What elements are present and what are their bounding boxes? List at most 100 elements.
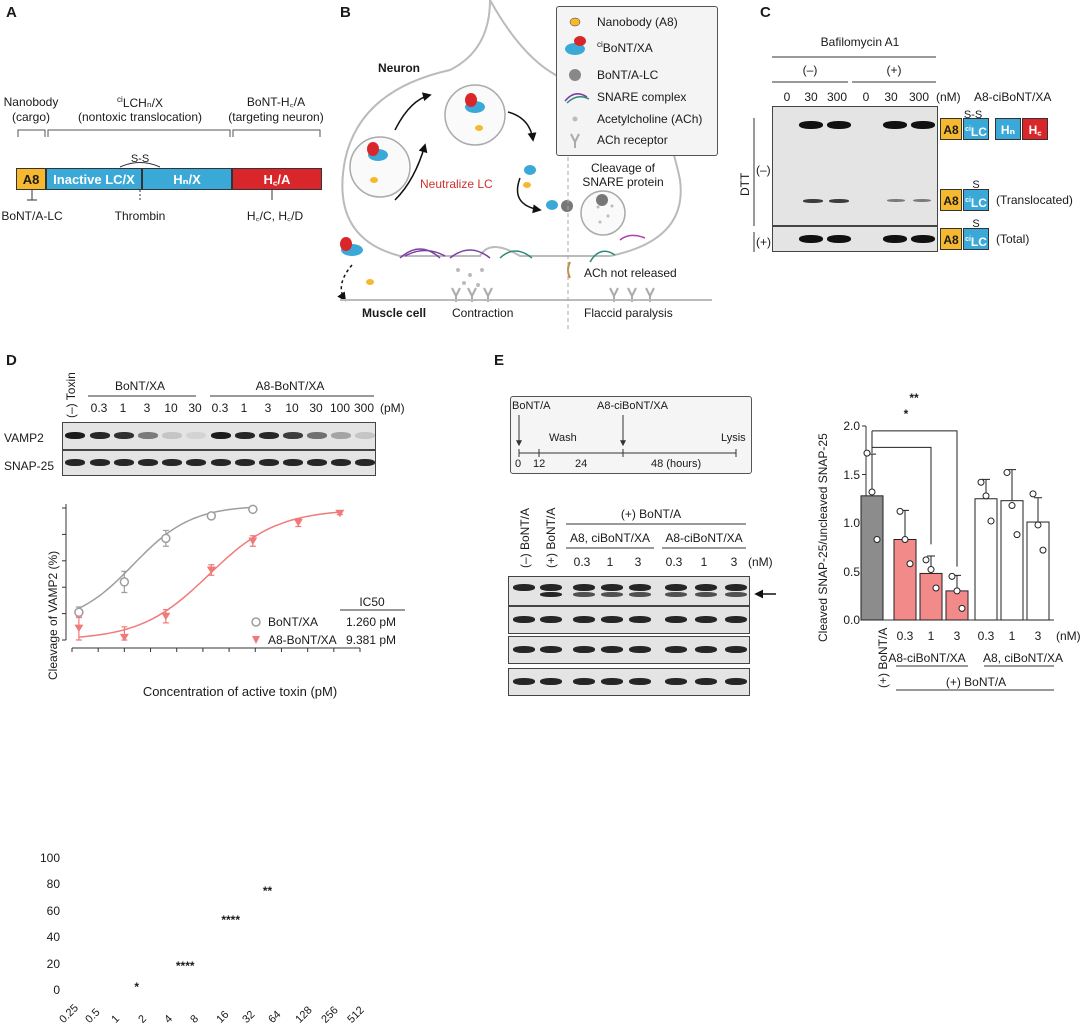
e-lane-conc-label: 3 [634,555,642,569]
x-tick-label: 0.25 [57,1002,81,1026]
timeline-a8ci: A8-ciBoNT/XA [597,400,668,412]
data-point [948,572,956,580]
data-point [161,612,171,621]
data-point [958,604,966,612]
baf-plus-label: (+) [886,63,902,77]
snap25-row-label: SNAP-25 [4,459,55,473]
data-point [906,560,914,568]
e-blot-0 [508,576,750,606]
ach-not-released-label: ACh not released [584,266,677,280]
error-bar [1008,469,1016,501]
nanobody-icon [569,17,581,27]
lane-conc-label: 10 [285,401,299,415]
data-point [293,519,303,527]
x-tick-label: 128 [292,1004,315,1026]
c-a8-chip: A8 [940,118,962,140]
y-tick-label: 1.0 [843,516,860,530]
translocated-s-label: S [972,179,980,191]
y-tick-label: 0.0 [843,613,860,627]
panel-e-group-lines [566,523,776,599]
y-tick-label: 20 [46,956,60,971]
bafilomycin-label: Bafilomycin A1 [820,35,900,49]
sig-bracket [872,430,958,567]
panel-a: Nanobody (cargo) ciLCHₙ/X (nontoxic tran… [0,0,340,300]
lane-conc-label: 3 [264,401,272,415]
segment-a8: A8 [16,168,46,190]
dtt-label: DTT [738,172,752,196]
panel-label-d: D [6,352,17,369]
data-point [206,566,216,575]
c-a8-chip-2: A8 [940,189,962,211]
e-lane-conc-label: 0.3 [665,555,683,569]
e-lane-conc-label: 0.3 [573,555,591,569]
data-point [74,624,84,633]
lane-conc-label: 30 [309,401,323,415]
lane-conc-label: 0.3 [90,401,108,415]
conc-label: 300 [908,90,930,104]
y-tick-label: 100 [39,851,60,865]
lane-conc-label: 1 [240,401,248,415]
targeting-label: BoNT-H꜀/A [246,95,306,109]
data-point [1013,531,1021,539]
x-category-label: 0.3 [977,629,995,643]
vamp2-row-label: VAMP2 [4,431,44,445]
legend-bont-xa: BoNT/XA [268,615,319,629]
e-blot-2 [508,636,750,664]
y-tick-label: 80 [46,877,60,892]
y-tick-label: 0.5 [843,564,860,579]
x-category-label: 0.3 [896,629,914,643]
y-tick-label: 40 [46,930,60,945]
data-point [932,584,940,592]
timeline-lysis: Lysis [721,432,746,444]
data-point [982,492,990,500]
pm-unit-label: (pM) [380,401,405,415]
panel-c: Bafilomycin A1 (–) (+) 0 30 300 0 30 300… [738,0,1080,270]
timeline-t12: 12 [533,458,546,470]
total-label: (Total) [996,232,1030,246]
data-point [206,511,217,521]
c-lc-chip-3: ciLC [963,228,989,250]
legend-bont-xa-ic50: 1.260 pM [346,615,397,629]
panel-label-c: C [760,4,771,21]
data-point [1034,521,1042,529]
significance-mark: **** [175,959,195,974]
bar [919,572,943,621]
conc-label: 300 [826,90,848,104]
timeline-axis [516,415,737,457]
data-point [863,449,871,457]
dtt-minus-label: (–) [756,163,771,177]
bar [974,498,998,621]
translocation-sub-label: (nontoxic translocation) [77,110,203,124]
significance-mark: **** [221,913,241,928]
segment-hn: Hₙ/X [142,168,232,190]
data-point [977,478,985,486]
cleavage-label-1: Cleavage of [590,161,656,175]
timeline-t0: 0 [515,458,522,470]
neutralize-lc-label: Neutralize LC [420,177,493,191]
x-tick-label: 4 [162,1012,175,1026]
y-tick-label: 0 [53,983,60,997]
blot-grp2-label: A8-ciBoNT/XA [665,531,743,545]
sig-single-star: * [903,407,909,421]
bont-lc-label: BoNT/A-LC [1,209,63,223]
baf-minus-label: (–) [802,63,818,77]
bont-xa-group-label: BoNT/XA [114,379,166,393]
chart-e-ylabel: Cleaved SNAP-25/uncleaved SNAP-25 [816,433,830,642]
x-tick-label: 0.5 [83,1006,103,1026]
cargo-label: (cargo) [11,110,51,124]
lane-conc-label: 300 [353,401,375,415]
ach-icon [572,116,578,122]
chart-e-group1-label: A8-ciBoNT/XA [888,651,966,665]
conc-label: 30 [884,90,898,104]
data-point [1029,490,1037,498]
bont-lc-icon [569,69,581,81]
e-blot-1 [508,606,750,634]
lane-conc-label: 100 [329,401,351,415]
legend-a8-bont-xa-ic50: 9.381 pM [346,633,397,647]
neuron-label: Neuron [378,61,420,75]
total-s-label: S [972,218,980,230]
significance-mark: * [134,980,140,995]
timeline-box: BoNT/A A8-ciBoNT/XA Wash Lysis 0 12 24 4… [510,396,752,474]
c-a8-chip-3: A8 [940,228,962,250]
